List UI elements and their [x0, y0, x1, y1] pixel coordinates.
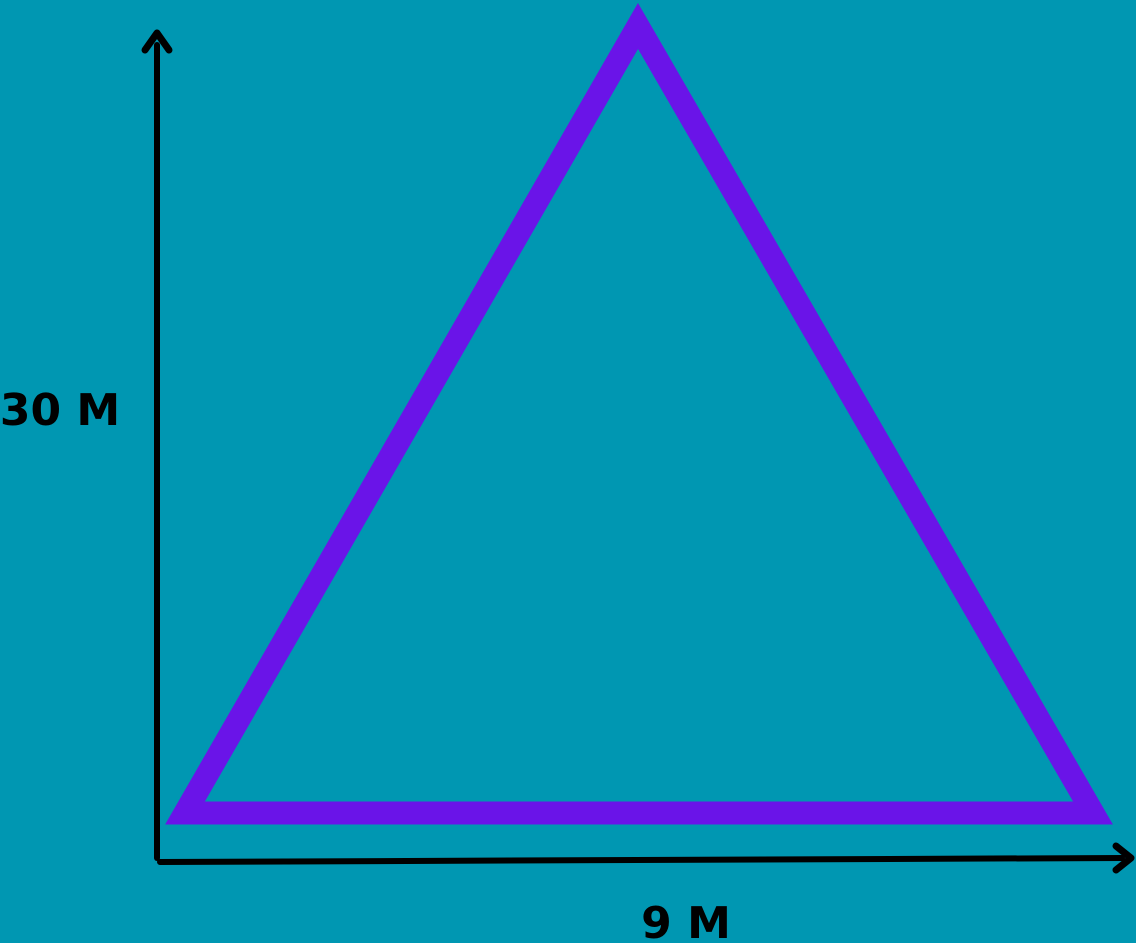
triangle-shape [165, 2, 1113, 825]
base-axis-arrowhead [1112, 842, 1135, 874]
height-label: 30 M [0, 385, 120, 436]
height-axis-arrowhead [141, 29, 173, 54]
base-axis-line [157, 855, 1125, 865]
base-label: 9 M [641, 898, 731, 943]
